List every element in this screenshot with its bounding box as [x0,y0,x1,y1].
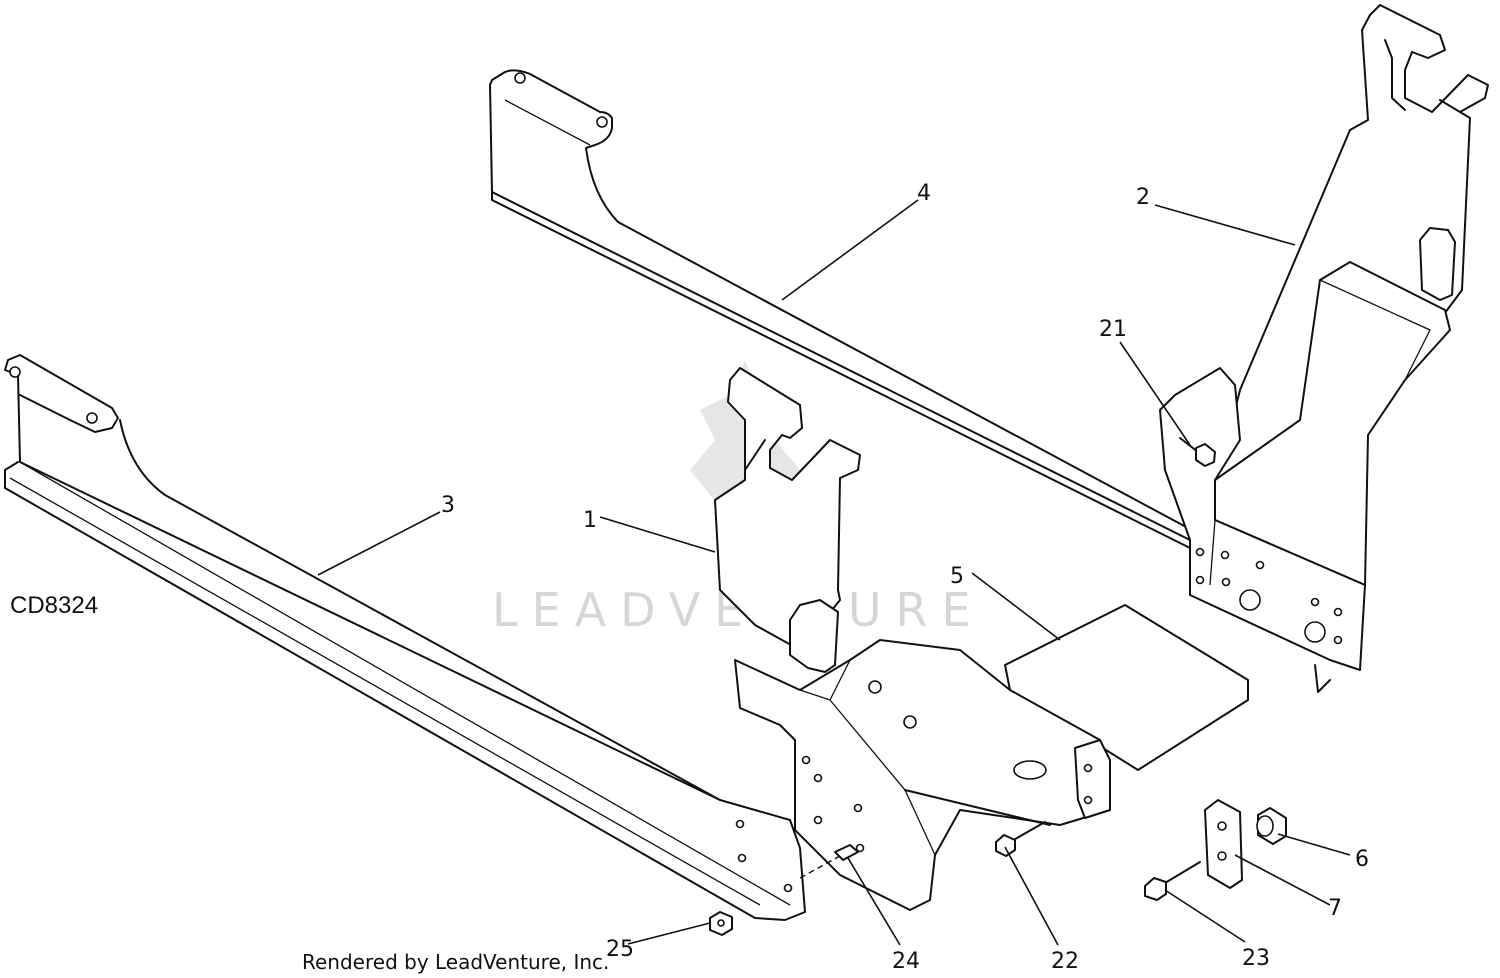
callout-6: 6 [1355,847,1369,872]
callout-labels: 1 2 3 4 5 6 7 21 22 23 24 25 [441,181,1369,974]
diagram-id-label: CD8324 [10,592,98,619]
leader-21 [1119,341,1191,446]
leader-1 [599,516,716,553]
part-7-plate [1204,799,1243,889]
callout-4: 4 [917,181,931,206]
callout-23: 23 [1242,946,1270,971]
callout-3: 3 [441,493,455,518]
leader-5 [971,572,1061,641]
part-23-bolt [1144,861,1201,901]
callout-1: 1 [583,508,597,533]
part-25-nut [709,911,733,936]
callout-25: 25 [606,937,634,962]
part-4-right-rail [489,69,1191,549]
part-24-pin [799,844,859,879]
callout-21: 21 [1099,317,1127,342]
leader-lines [317,199,1351,946]
leader-4 [781,199,919,301]
leader-23 [1164,889,1246,943]
part-2-rear-bracket [1159,4,1489,693]
part-21-bolt [1179,437,1216,467]
part-3-left-rail [4,354,806,921]
callout-5: 5 [950,564,964,589]
part-1-front-bracket [714,367,1111,911]
callout-7: 7 [1328,896,1342,921]
part-6-spacer [1256,807,1287,845]
leader-2 [1154,204,1296,246]
leader-24 [847,857,901,946]
render-credit: Rendered by LeadVenture, Inc. [302,950,609,974]
leader-3 [317,511,441,576]
leader-22 [1004,846,1059,946]
leader-25 [627,922,711,945]
callout-2: 2 [1136,185,1150,210]
part-22-bolt [995,821,1046,857]
leader-6 [1277,833,1351,856]
callout-22: 22 [1051,949,1079,974]
leader-7 [1234,854,1331,906]
callout-24: 24 [892,949,920,974]
